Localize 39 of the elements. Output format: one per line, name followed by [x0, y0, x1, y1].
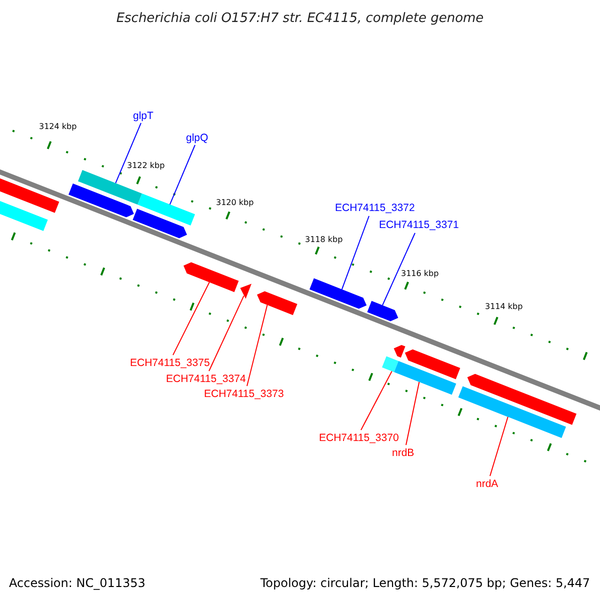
- leader-line: [208, 295, 244, 372]
- scale-label: 3118 kbp: [305, 235, 343, 245]
- scale-label: 3116 kbp: [401, 269, 439, 279]
- gene-block: [367, 300, 398, 322]
- gene-label: nrdB: [392, 447, 414, 459]
- gene-block: [458, 386, 566, 438]
- gene-label: ECH74115_3371: [379, 219, 459, 231]
- gene-label: ECH74115_3370: [319, 432, 399, 444]
- gene-block: [138, 194, 195, 226]
- gene-block: [240, 284, 252, 299]
- gene-block: [184, 262, 239, 292]
- gene-label: ECH74115_3373: [204, 388, 284, 400]
- leader-line: [406, 382, 420, 446]
- leader-line: [172, 282, 210, 356]
- leader-line: [341, 216, 370, 290]
- leader-line: [246, 304, 268, 386]
- scale-label: 3122 kbp: [127, 161, 165, 171]
- leader-line: [169, 144, 196, 205]
- gene-block: [394, 361, 456, 395]
- gene-label: glpT: [133, 110, 154, 122]
- gene-label: ECH74115_3374: [166, 373, 246, 385]
- gene-label: ECH74115_3372: [335, 202, 415, 214]
- gene-label: glpQ: [186, 132, 208, 144]
- title: Escherichia coli O157:H7 str. EC4115, complete genome: [115, 10, 485, 28]
- leader-line: [360, 370, 392, 430]
- gene-label: nrdA: [476, 478, 498, 490]
- gene-block: [382, 356, 398, 372]
- genome-info-text: Topology: circular; Length: 5,572,075 bp; Genes: 5,447: [260, 575, 590, 592]
- gene-block: [310, 278, 367, 309]
- gene-block: [78, 170, 142, 205]
- gene-label: ECH74115_3375: [130, 357, 210, 369]
- scale-label: 3114 kbp: [485, 302, 523, 312]
- accession-text: Accession: NC_011353: [9, 575, 146, 592]
- scale-label: 3120 kbp: [216, 198, 254, 208]
- leader-line: [382, 232, 416, 306]
- leader-line: [490, 416, 508, 476]
- scale-label: 3124 kbp: [39, 122, 77, 132]
- leader-line: [115, 122, 142, 184]
- gene-block: [257, 291, 298, 316]
